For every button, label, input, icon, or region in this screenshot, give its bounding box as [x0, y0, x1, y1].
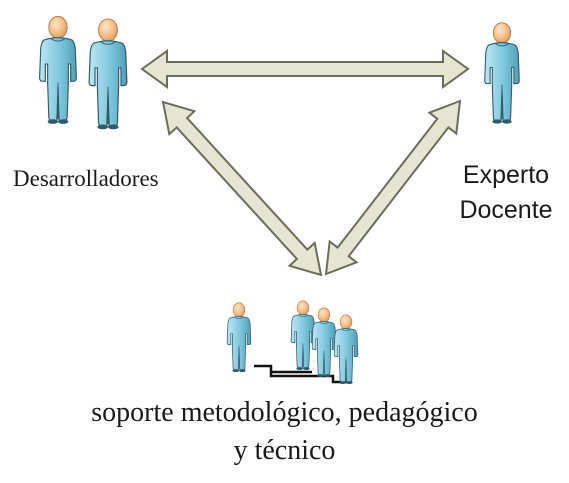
- developers-label: Desarrolladores: [13, 166, 159, 191]
- arrow-expert-support: [324, 99, 462, 276]
- expert-group: [484, 22, 520, 125]
- developers-group: [39, 15, 128, 130]
- network-cable-icon: [254, 364, 352, 384]
- arrow-developers-expert: [140, 49, 470, 89]
- person-icon: [333, 314, 359, 385]
- person-icon: [226, 302, 252, 373]
- arrow-developers-support: [161, 100, 323, 277]
- support-label: soporte metodológico, pedagógico y técni…: [0, 394, 569, 470]
- expert-label-line1: Experto: [462, 161, 550, 189]
- person-icon: [88, 18, 128, 130]
- person-icon: [39, 15, 77, 125]
- support-label-line1: soporte metodológico, pedagógico: [91, 397, 478, 428]
- expert-label: Experto Docente: [448, 158, 564, 228]
- person-icon: [484, 22, 520, 125]
- person-icon: [311, 307, 337, 378]
- expert-label-line2: Docente: [459, 196, 553, 224]
- support-label-line2: y técnico: [233, 435, 336, 466]
- person-icon: [290, 300, 316, 371]
- support-group: [226, 300, 359, 385]
- connection-arrows: [140, 49, 470, 277]
